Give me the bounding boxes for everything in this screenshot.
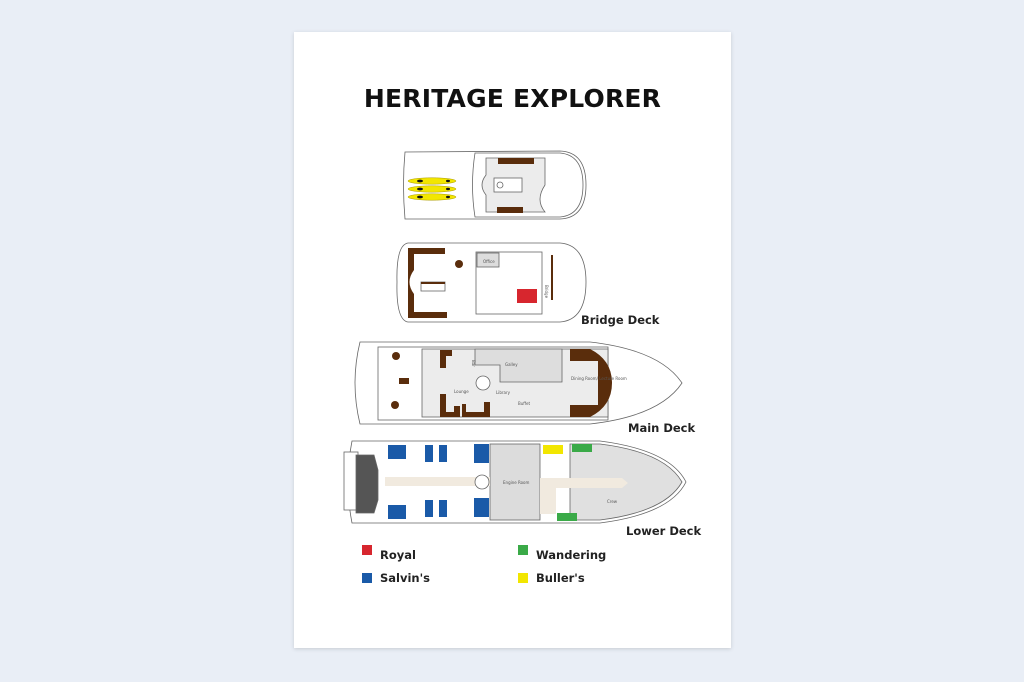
galley[interactable]: [474, 348, 563, 383]
room-label-bridge: Bridge: [544, 285, 549, 299]
legend-swatch-bullers: [518, 573, 528, 583]
wandering-cabin[interactable]: [572, 444, 592, 452]
bench: [498, 158, 534, 164]
deck-label-lower: Lower Deck: [626, 524, 701, 538]
legend-swatch-wandering: [518, 545, 528, 555]
deck-label-main: Main Deck: [628, 421, 695, 435]
bench: [497, 207, 523, 213]
room-label-library: Library: [496, 390, 511, 395]
bridge-deck: [396, 242, 587, 323]
room-label-office: Office: [483, 259, 495, 264]
legend: Royal Wandering Salvin's Buller's: [362, 545, 606, 585]
engine-room: [489, 443, 541, 521]
legend-label-bullers: Buller's: [536, 571, 585, 585]
table: [455, 260, 463, 268]
legend-label-salvins: Salvin's: [380, 571, 430, 585]
deck-tables: [391, 352, 409, 409]
room-label-bar: Bar: [471, 360, 476, 367]
room-label-crew: Crew: [607, 499, 618, 504]
room-label-galley: Galley: [505, 362, 518, 367]
page-title: HERITAGE EXPLORER: [363, 84, 662, 113]
lower-deck: [343, 440, 687, 524]
corridor: [385, 477, 490, 486]
room-label-engine-room: Engine Room: [503, 480, 529, 485]
legend-label-royal: Royal: [380, 548, 416, 562]
sun-deck: [403, 150, 587, 220]
kayaks: [407, 177, 457, 201]
salvins-cabins[interactable]: [388, 444, 489, 519]
office-room[interactable]: [476, 252, 500, 268]
room-label-buffet: Buffet: [518, 401, 530, 406]
royal-cabin[interactable]: [517, 289, 537, 303]
room-label-lounge: Lounge: [454, 389, 469, 394]
dining-seating: [570, 349, 612, 417]
legend-label-wandering: Wandering: [536, 548, 606, 562]
wandering-cabin[interactable]: [557, 513, 577, 521]
deck-label-bridge: Bridge Deck: [581, 313, 660, 327]
tender-boat: [355, 454, 379, 514]
legend-swatch-salvins: [362, 573, 372, 583]
main-deck: [354, 341, 683, 425]
lounge-seating: [408, 248, 447, 318]
legend-swatch-royal: [362, 545, 372, 555]
room-label-dining-room: Dining Room/ Lecture Room: [571, 376, 627, 381]
bullers-cabin[interactable]: [543, 445, 563, 454]
